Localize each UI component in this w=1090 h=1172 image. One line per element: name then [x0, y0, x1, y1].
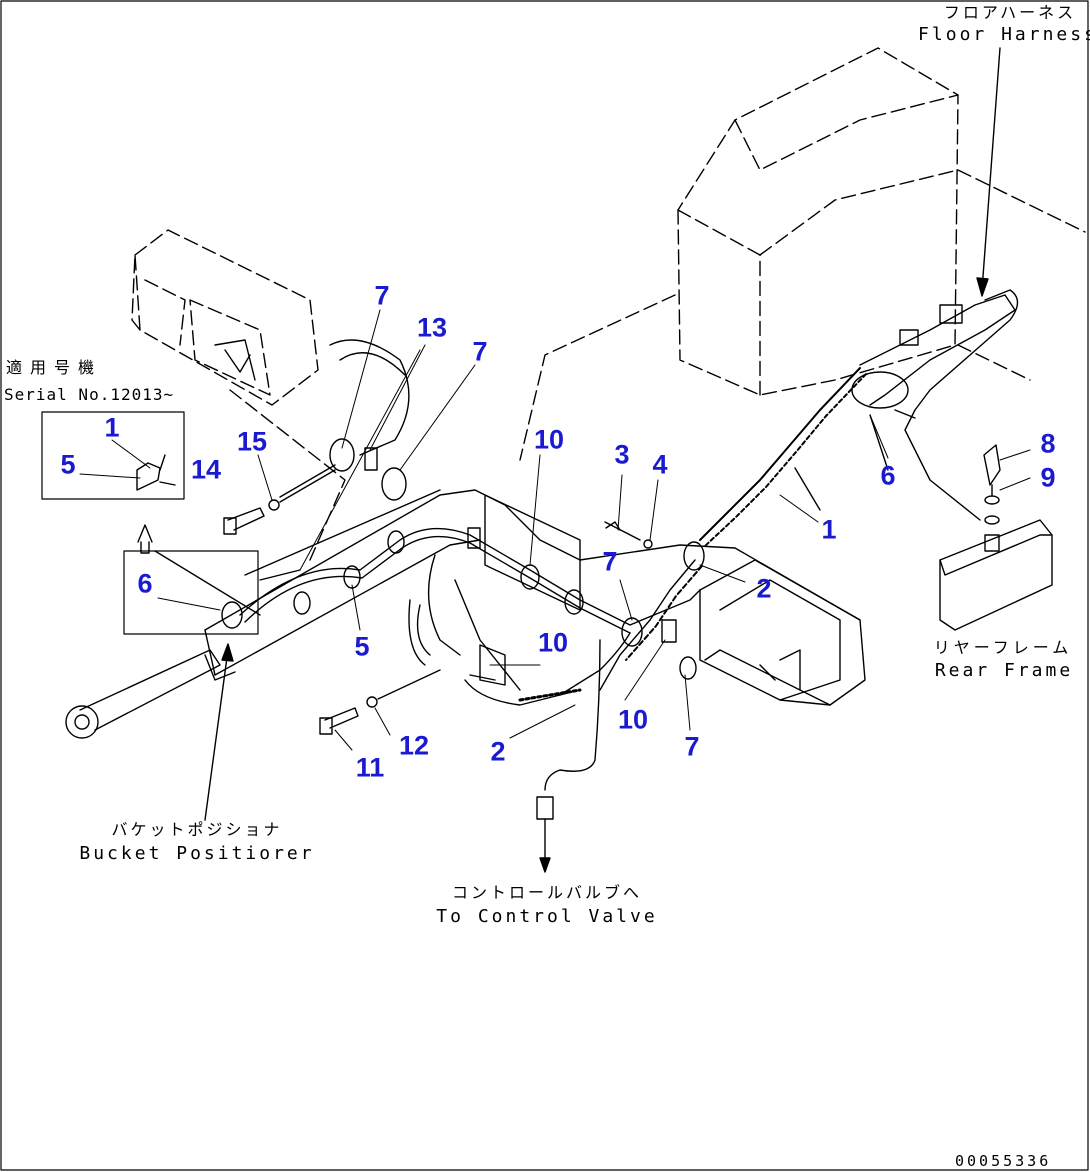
plates — [469, 494, 581, 686]
callout-7-top: 7 — [374, 280, 390, 311]
rear-frame-bracket — [939, 444, 1053, 631]
floor-harness-label-jp: フロアハーネス — [943, 3, 1077, 22]
callout-8: 8 — [1040, 428, 1056, 459]
drawing-code: 00055336 — [955, 1152, 1052, 1170]
callout-3: 3 — [614, 439, 630, 470]
boom-harness — [239, 527, 701, 696]
floor-harness-label-en: Floor Harness — [918, 24, 1090, 45]
callout-1-inset: 1 — [104, 412, 120, 443]
boom-frame — [204, 489, 866, 706]
callout-11: 11 — [355, 752, 385, 783]
bucket-positioner-label-en: Bucket Positiorer — [79, 843, 315, 864]
main-harness — [699, 367, 867, 547]
left-block — [131, 229, 346, 561]
callout-15: 15 — [236, 426, 268, 457]
callout-1: 1 — [821, 514, 837, 545]
callout-2-right: 2 — [756, 573, 772, 604]
callout-4: 4 — [652, 449, 668, 480]
callout-6-rear: 6 — [880, 460, 896, 491]
callout-10-mid: 10 — [537, 627, 569, 658]
serial-label-en: Serial No.12013~ — [4, 385, 175, 404]
callout-5: 5 — [354, 631, 370, 662]
callout-9: 9 — [1040, 462, 1056, 493]
rear-frame-label-jp: リヤーフレーム — [933, 638, 1073, 657]
upper-hose — [279, 339, 410, 501]
rear-frame-label-en: Rear Frame — [934, 660, 1074, 681]
callout-7-mid: 7 — [602, 546, 618, 577]
callout-7-upper: 7 — [472, 336, 488, 367]
callout-14: 14 — [190, 454, 222, 485]
leaders — [79, 309, 1031, 751]
left-block-detail — [214, 339, 256, 381]
callout-12: 12 — [398, 730, 430, 761]
callout-6-inset: 6 — [137, 568, 153, 599]
harness-2 — [599, 559, 703, 691]
control-valve-harness — [408, 599, 601, 873]
callout-10-lower: 10 — [617, 704, 649, 735]
callout-5-inset: 5 — [60, 449, 76, 480]
callout-7-lower: 7 — [684, 731, 700, 762]
control-valve-label-jp: コントロールバルブへ — [451, 883, 643, 902]
callout-6-inset — [123, 550, 261, 635]
callout-2-lower: 2 — [490, 736, 506, 767]
cylinder — [65, 649, 236, 739]
callout-10-upper: 10 — [533, 424, 565, 455]
rear-harness — [851, 289, 1019, 521]
control-valve-label-en: To Control Valve — [436, 906, 658, 927]
serial-inset — [41, 411, 185, 554]
floor-harness-leader — [976, 47, 1001, 297]
cab-outline — [519, 47, 1086, 461]
bucket-positioner-leader — [204, 643, 234, 821]
clamps — [221, 527, 705, 680]
callout-13: 13 — [416, 312, 448, 343]
bolts — [223, 469, 653, 735]
serial-label-jp: 適用号機 — [6, 358, 103, 377]
bucket-positioner-label-jp: バケットポジショナ — [111, 820, 283, 839]
